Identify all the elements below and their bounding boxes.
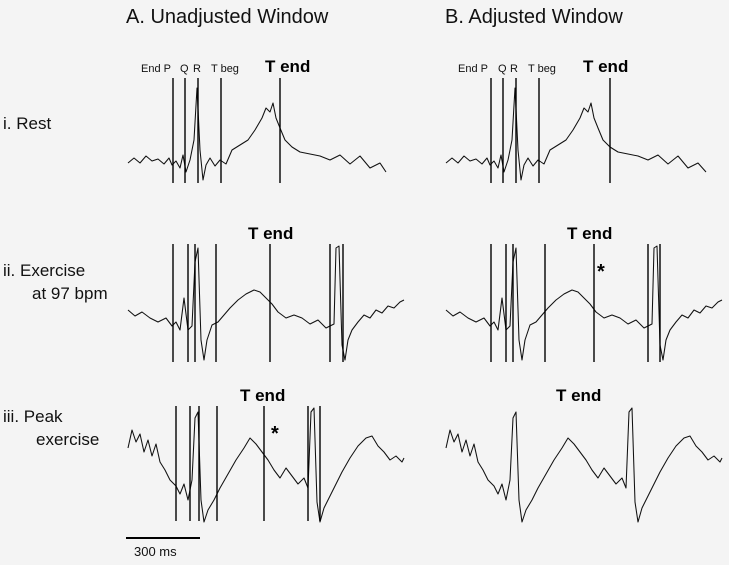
label-q-a-rest: Q bbox=[180, 63, 189, 75]
row-label-exercise-line2: at 97 bpm bbox=[32, 284, 108, 303]
label-t-beg-b-rest: T beg bbox=[528, 63, 556, 75]
label-r-a-rest: R bbox=[193, 63, 201, 75]
ecg-trace-a-rest bbox=[127, 87, 387, 181]
label-t-end-b-peak: T end bbox=[556, 386, 601, 405]
ecg-trace-b-rest bbox=[445, 87, 707, 181]
scale-bar-label: 300 ms bbox=[134, 544, 177, 559]
asterisk-a-peak: * bbox=[271, 423, 279, 445]
ecg-trace-a-exercise bbox=[127, 245, 405, 361]
column-title-adjusted: B. Adjusted Window bbox=[445, 6, 623, 28]
row-label-peak-line2: exercise bbox=[36, 430, 99, 449]
asterisk-b-exercise: * bbox=[597, 261, 605, 283]
label-end-p-b-rest: End P bbox=[458, 63, 488, 75]
column-title-unadjusted: A. Unadjusted Window bbox=[126, 6, 329, 28]
label-r-b-rest: R bbox=[510, 63, 518, 75]
marker-lines bbox=[172, 78, 661, 521]
row-label-peak-line1: iii. Peak bbox=[3, 407, 63, 426]
label-t-end-a-rest: T end bbox=[265, 57, 310, 76]
label-end-p-a-rest: End P bbox=[141, 63, 171, 75]
label-q-b-rest: Q bbox=[498, 63, 507, 75]
row-label-exercise-line1: ii. Exercise bbox=[3, 261, 85, 280]
row-label-rest: i. Rest bbox=[3, 114, 51, 133]
ecg-trace-b-exercise bbox=[445, 245, 723, 361]
ecg-trace-a-peak bbox=[127, 407, 405, 523]
label-t-end-a-peak: T end bbox=[240, 386, 285, 405]
ecg-traces bbox=[127, 87, 723, 523]
ecg-trace-b-peak bbox=[445, 407, 723, 523]
label-t-end-a-exercise: T end bbox=[248, 224, 293, 243]
label-t-end-b-exercise: T end bbox=[567, 224, 612, 243]
label-t-end-b-rest: T end bbox=[583, 57, 628, 76]
label-t-beg-a-rest: T beg bbox=[211, 63, 239, 75]
